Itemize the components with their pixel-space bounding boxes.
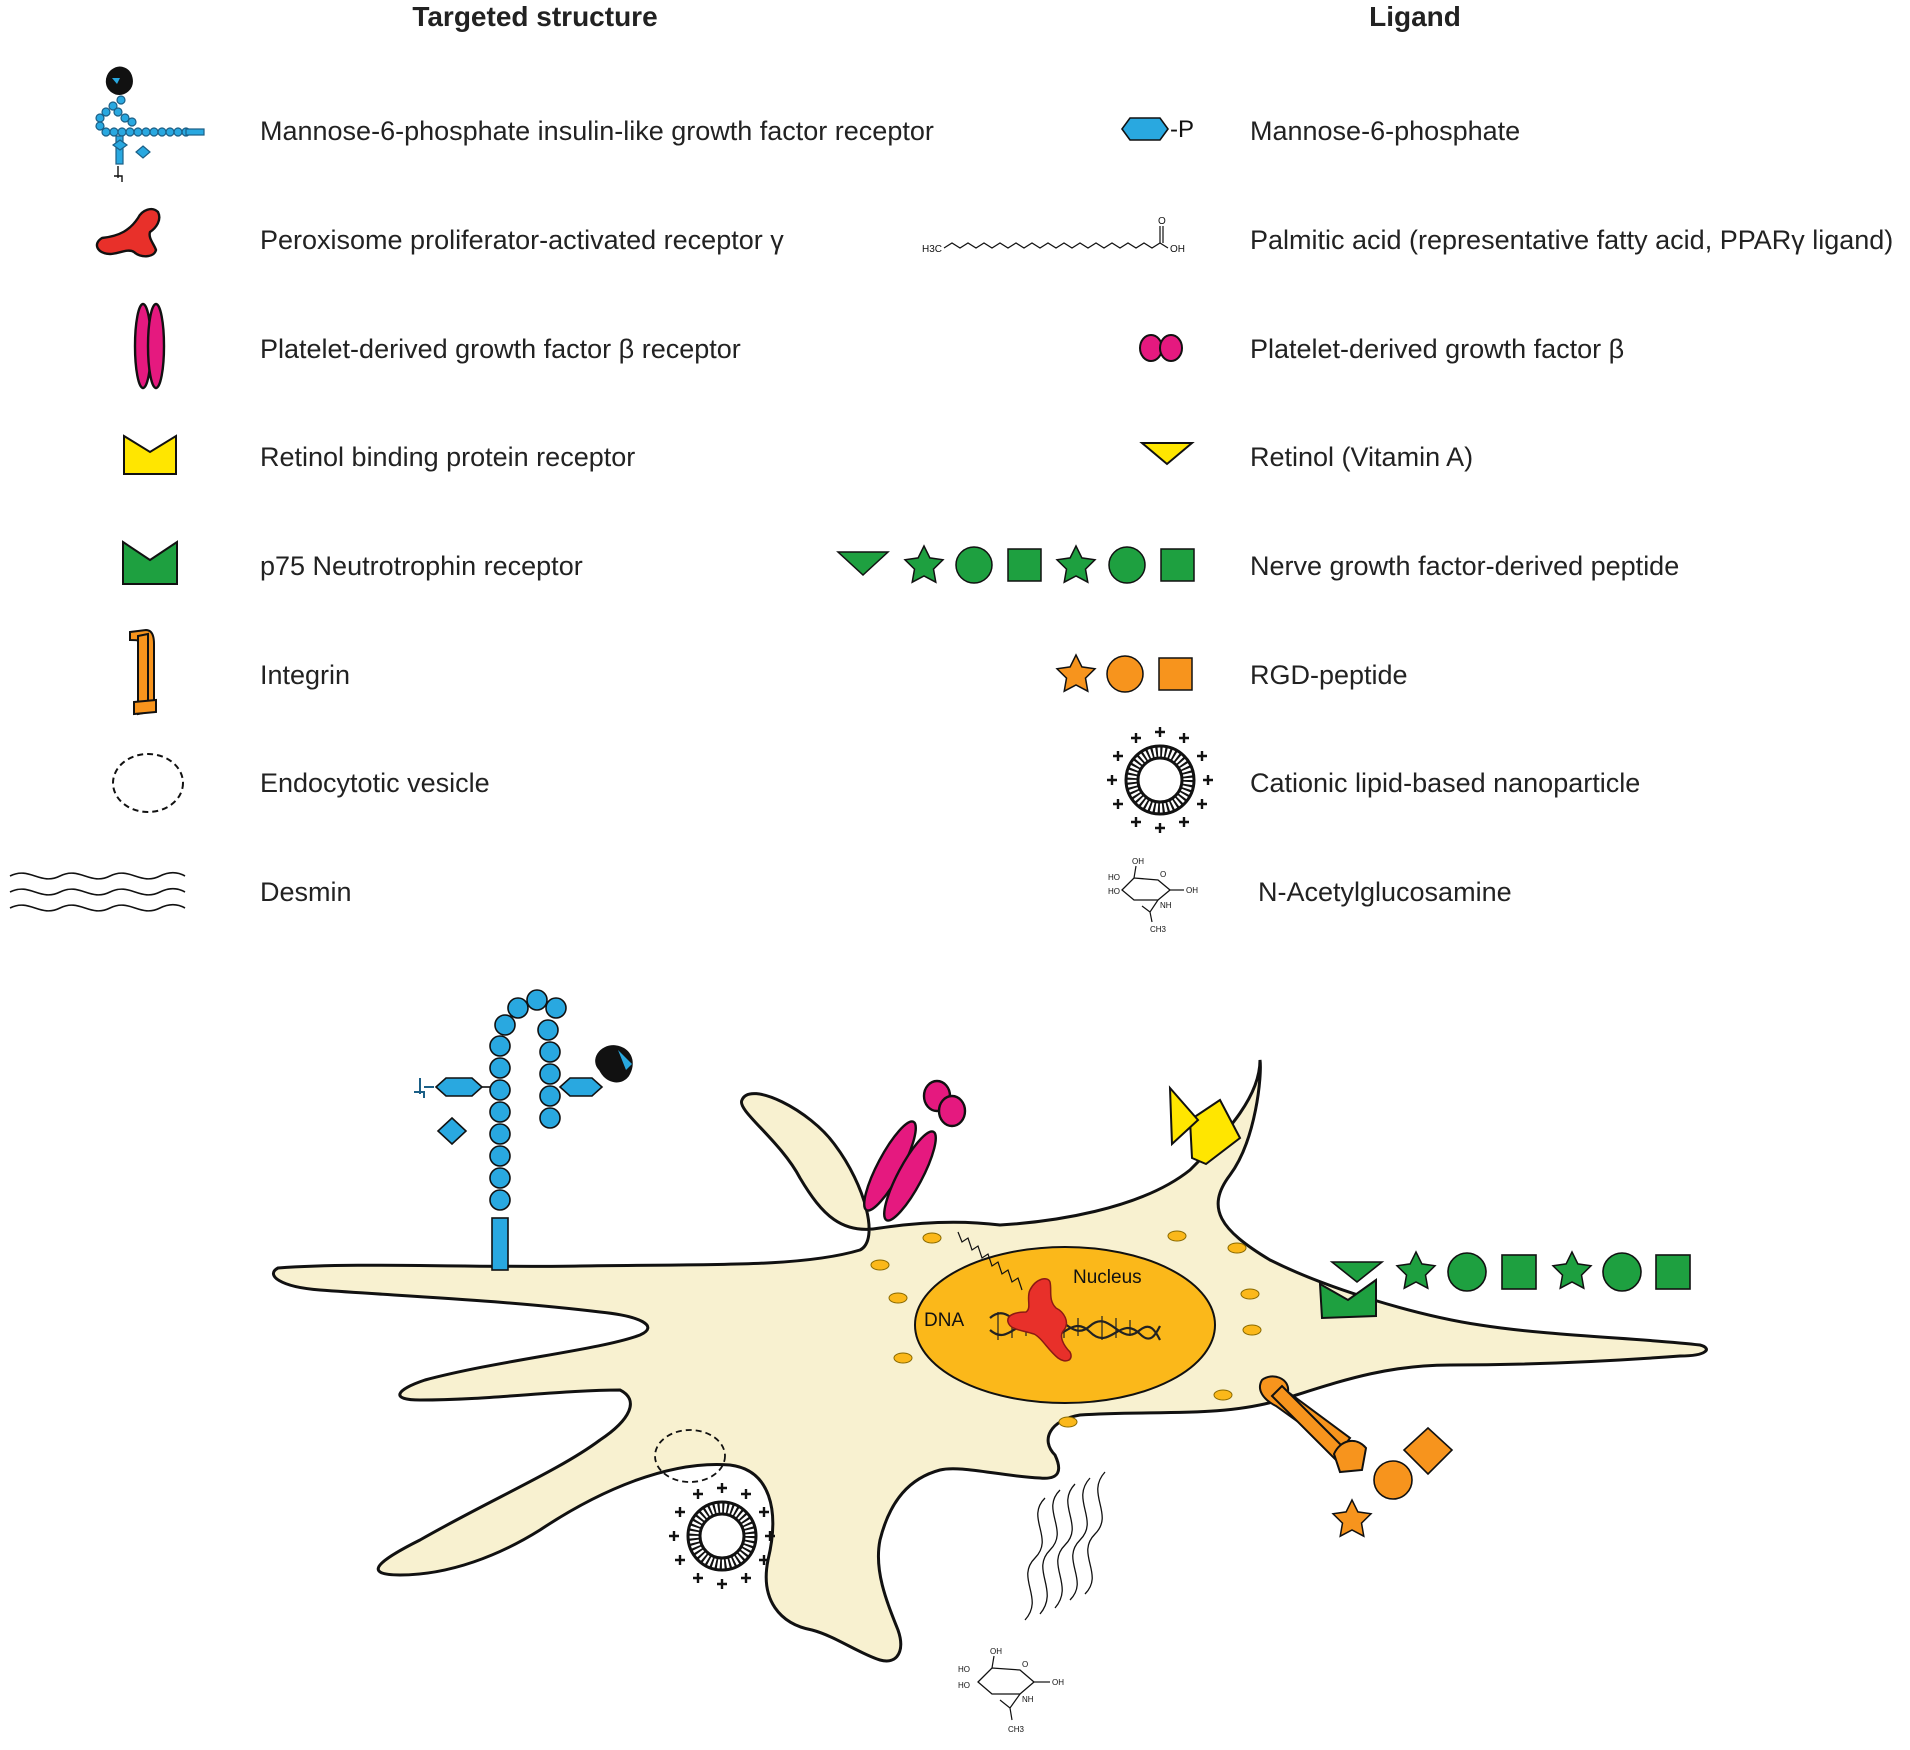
glcnac-icon: OH HO HO O OH NH CH3: [1108, 857, 1198, 934]
retinol-icon: [1139, 442, 1195, 466]
targeted-label: p75 Neutrotrophin receptor: [260, 551, 583, 581]
ligand-label: Mannose-6-phosphate: [1250, 116, 1520, 146]
oh-label: OH: [1186, 886, 1198, 895]
dna-label: DNA: [924, 1310, 964, 1331]
o-label: O: [1160, 870, 1166, 879]
ppar-gamma-nucleus: [1007, 1277, 1072, 1362]
vesicle-icon: [112, 753, 184, 813]
ho-label: HO: [1108, 887, 1120, 896]
integrin: [1258, 1375, 1368, 1474]
integrin-icon: [129, 628, 157, 716]
mannose-6-phosphate-icon: -P: [1121, 116, 1194, 143]
retinol: [1168, 1085, 1200, 1147]
pdgf-beta-receptor: [863, 1079, 967, 1222]
ngf-peptide-icon: [836, 545, 1195, 584]
ppar-gamma-icon: [95, 207, 161, 258]
oh-label: OH: [1170, 244, 1185, 255]
desmin-filaments: [1024, 1471, 1106, 1621]
ngf-peptide-chain: [1329, 1251, 1691, 1292]
oh-label: OH: [1052, 1678, 1064, 1687]
retinol-binding-protein-receptor-icon: [123, 434, 177, 475]
ligand-label: Platelet-derived growth factor β: [1250, 334, 1624, 364]
rgd-peptide-icon: [1056, 654, 1193, 693]
fatty-acid-chain: [957, 1231, 1023, 1291]
desmin-icon: [9, 871, 186, 912]
pdgf-beta-icon: [1139, 334, 1183, 362]
p75-receptor-icon: [122, 540, 178, 585]
targeted-label: Mannose-6-phosphate insulin-like growth …: [260, 116, 934, 146]
targeted-label: Peroxisome proliferator-activated recept…: [260, 225, 784, 255]
targeted-label: Desmin: [260, 877, 352, 907]
targeted-label: Retinol binding protein receptor: [260, 442, 635, 472]
nanoparticle: [669, 1483, 775, 1589]
nucleus-label: Nucleus: [1073, 1267, 1142, 1288]
ho-label: HO: [958, 1681, 970, 1690]
organelles: [870, 1230, 1262, 1428]
palmitic-acid-icon: H3C O OH: [922, 216, 1185, 255]
oh-label: OH: [1132, 857, 1144, 866]
pdgf-beta-receptor-icon: [133, 302, 166, 390]
ch3-label: CH3: [1008, 1725, 1025, 1734]
retinol-binding-protein-receptor: [1188, 1098, 1242, 1166]
h3c-label: H3C: [922, 244, 942, 255]
ligand-label: N-Acetylglucosamine: [1258, 877, 1512, 907]
ligand-label: Cationic lipid-based nanoparticle: [1250, 768, 1640, 798]
header-targeted-structure: Targeted structure: [412, 1, 657, 32]
ho-label: HO: [958, 1665, 970, 1674]
o-label: O: [1158, 216, 1166, 227]
ligand-label: Palmitic acid (representative fatty acid…: [1250, 225, 1893, 255]
targeted-label: Platelet-derived growth factor β recepto…: [260, 334, 741, 364]
oh-label: OH: [990, 1647, 1002, 1656]
phosphate-label: -P: [1170, 116, 1194, 143]
ligand-label: Retinol (Vitamin A): [1250, 442, 1473, 472]
glcnac: OH HO HO O OH NH CH3: [958, 1647, 1064, 1734]
vesicle: [654, 1429, 726, 1483]
targeted-label: Integrin: [260, 660, 350, 690]
ho-label: HO: [1108, 873, 1120, 882]
nanoparticle-icon: [1107, 727, 1213, 833]
header-ligand: Ligand: [1369, 1, 1461, 32]
rgd-peptide-chain: [1332, 1426, 1454, 1537]
ligand-label: Nerve growth factor-derived peptide: [1250, 551, 1679, 581]
m6p-igf-receptor-icon: [95, 66, 205, 182]
targeted-label: Endocytotic vesicle: [260, 768, 490, 798]
ch3-label: CH3: [1150, 925, 1167, 934]
p75-receptor: [1318, 1278, 1377, 1320]
m6p-igf-receptor: [414, 989, 633, 1271]
nh-label: NH: [1022, 1695, 1034, 1704]
nh-label: NH: [1160, 901, 1172, 910]
o-label: O: [1022, 1660, 1028, 1669]
ligand-label: RGD-peptide: [1250, 660, 1408, 690]
